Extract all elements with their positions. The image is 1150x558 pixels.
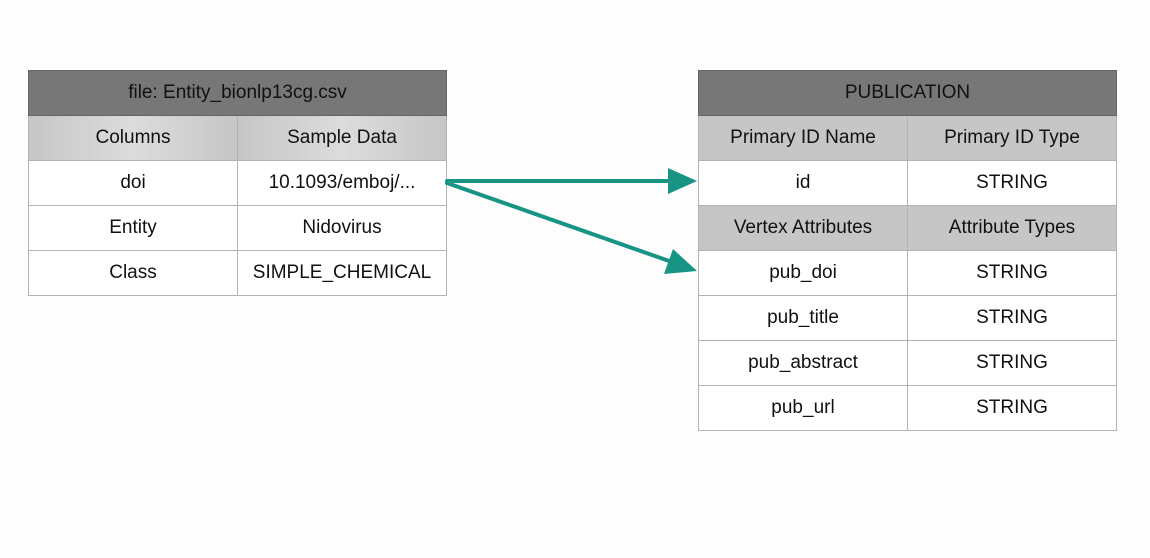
target-cell-type: STRING xyxy=(907,295,1117,341)
target-header-primary-id-type: Primary ID Type xyxy=(907,115,1117,161)
target-row-primary-id: id STRING xyxy=(698,160,1117,206)
target-cell-name: pub_url xyxy=(698,385,908,431)
arrow-doi-to-pub-doi xyxy=(445,181,697,274)
arrow-doi-to-pub-doi-shaft xyxy=(445,181,674,264)
source-row-class: Class SIMPLE_CHEMICAL xyxy=(28,250,447,296)
source-header-sample-data: Sample Data xyxy=(237,115,447,161)
source-row-entity: Entity Nidovirus xyxy=(28,205,447,251)
target-cell-type: STRING xyxy=(907,385,1117,431)
source-cell-column: Entity xyxy=(28,205,238,251)
source-header-columns: Columns xyxy=(28,115,238,161)
arrow-doi-to-id xyxy=(445,168,697,194)
source-row-doi: doi 10.1093/emboj/... xyxy=(28,160,447,206)
arrow-doi-to-pub-doi-head xyxy=(664,249,697,274)
target-cell-type: STRING xyxy=(907,340,1117,386)
source-cell-sample: 10.1093/emboj/... xyxy=(237,160,447,206)
target-row-attribute: pub_abstract STRING xyxy=(698,340,1117,386)
target-row-attribute: pub_doi STRING xyxy=(698,250,1117,296)
target-cell-name: id xyxy=(698,160,908,206)
target-header-vertex-attributes: Vertex Attributes xyxy=(698,205,908,251)
source-table-title: file: Entity_bionlp13cg.csv xyxy=(28,70,447,116)
source-cell-sample: SIMPLE_CHEMICAL xyxy=(237,250,447,296)
target-row-attribute: pub_title STRING xyxy=(698,295,1117,341)
publication-vertex-table: PUBLICATION Primary ID Name Primary ID T… xyxy=(698,70,1117,431)
target-header-primary-id-name: Primary ID Name xyxy=(698,115,908,161)
source-csv-table: file: Entity_bionlp13cg.csv Columns Samp… xyxy=(28,70,447,296)
arrow-doi-to-id-head xyxy=(668,168,697,194)
target-table-title: PUBLICATION xyxy=(698,70,1117,116)
target-header-attribute-types: Attribute Types xyxy=(907,205,1117,251)
source-cell-column: Class xyxy=(28,250,238,296)
target-cell-name: pub_abstract xyxy=(698,340,908,386)
source-cell-sample: Nidovirus xyxy=(237,205,447,251)
target-row-attribute: pub_url STRING xyxy=(698,385,1117,431)
